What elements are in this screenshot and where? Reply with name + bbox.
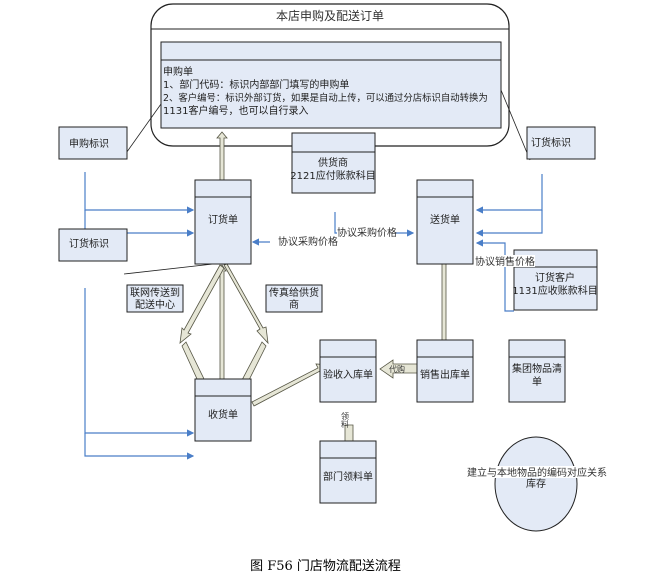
connector-orderflag-delivery-1 — [475, 174, 543, 214]
arrow-order-fax — [223, 263, 269, 345]
svg-text:验收入库单: 验收入库单 — [323, 368, 373, 381]
node-sales-out-form: 销售出库单 — [416, 339, 474, 403]
node-dept-requisition: 部门领料单 — [319, 440, 377, 504]
order-flag-left-link — [123, 262, 223, 275]
node-purchase-flag: 申购标识 — [58, 126, 128, 160]
node-receipt-form: 收货单 — [194, 378, 252, 442]
svg-text:订货标识: 订货标识 — [531, 136, 571, 149]
note-line-2: 2、客户编号：标识外部订货，如果是自动上传，可以通过分店标识自动转换为 — [163, 92, 488, 104]
note-line-0: 申购单 — [163, 65, 193, 78]
note-line-3: 1131客户编号，也可以自行录入 — [163, 104, 308, 117]
node-group-catalog: 集团物品清 单 — [508, 339, 566, 403]
label-proxy-purchase: 代购 — [389, 364, 405, 374]
node-order-form: 订货单 — [194, 179, 252, 265]
svg-text:部门领料单: 部门领料单 — [323, 470, 373, 483]
svg-text:联网传送到: 联网传送到 — [130, 286, 180, 299]
label-mapping: 建立与本地物品的编码对应关系 — [467, 466, 607, 479]
node-fax-supplier: 传真给供货 商 — [265, 284, 323, 313]
node-inventory: 库存 — [494, 436, 578, 532]
svg-text:配送中心: 配送中心 — [135, 298, 175, 311]
node-inspection-form: 验收入库单 — [319, 339, 377, 403]
svg-text:申购标识: 申购标识 — [69, 137, 109, 150]
svg-text:订货单: 订货单 — [208, 213, 238, 226]
svg-text:收货单: 收货单 — [208, 408, 238, 421]
svg-text:商: 商 — [289, 298, 299, 311]
svg-text:1131应收账款科目: 1131应收账款科目 — [512, 284, 597, 297]
svg-text:集团物品清: 集团物品清 — [512, 362, 562, 375]
connector-orderflag-delivery-2 — [475, 210, 543, 237]
order-flag-right-link — [500, 89, 531, 161]
connector-order-flag-2 — [84, 433, 195, 460]
node-order-flag-left: 订货标识 — [58, 228, 128, 262]
svg-text:传真给供货: 传真给供货 — [269, 286, 319, 299]
svg-text:订货客户: 订货客户 — [535, 271, 575, 284]
note-line-1: 1、部门代码：标识内部部门填写的申购单 — [163, 78, 349, 91]
label-issue: 领料 — [341, 411, 350, 429]
svg-text:供货商: 供货商 — [318, 156, 348, 169]
order-container: 本店申购及配送订单 申购单 1、部门代码：标识内部部门填写的申购单 2、客户编号… — [150, 3, 510, 147]
connector-customer-to-delivery — [475, 239, 514, 312]
svg-text:2121应付账款科目: 2121应付账款科目 — [290, 169, 375, 182]
node-supplier: 供货商 2121应付账款科目 — [290, 132, 376, 194]
purchase-flag-link — [123, 103, 162, 157]
node-order-flag-right: 订货标识 — [526, 126, 596, 160]
svg-text:送货单: 送货单 — [430, 213, 460, 226]
node-network-send: 联网传送到 配送中心 — [126, 284, 184, 313]
node-delivery-form: 送货单 — [416, 179, 474, 265]
figure-caption: 图 F56 门店物流配送流程 — [250, 559, 401, 574]
svg-text:单: 单 — [532, 376, 542, 388]
svg-text:销售出库单: 销售出库单 — [420, 368, 470, 381]
arrow-receipt-inspection — [251, 363, 331, 407]
connector-purchase-flag-1 — [84, 172, 195, 214]
arrow-order-network — [179, 264, 225, 344]
svg-text:订货标识: 订货标识 — [69, 237, 109, 250]
label-agreed-purchase-price-left: 协议采购价格 — [278, 235, 338, 248]
label-agreed-sales-price: 协议销售价格 — [475, 255, 535, 268]
svg-text:库存: 库存 — [526, 477, 546, 490]
label-agreed-purchase-price-right: 协议采购价格 — [337, 226, 397, 239]
container-title: 本店申购及配送订单 — [276, 8, 384, 23]
arrow-salesout-inspection — [379, 359, 418, 379]
